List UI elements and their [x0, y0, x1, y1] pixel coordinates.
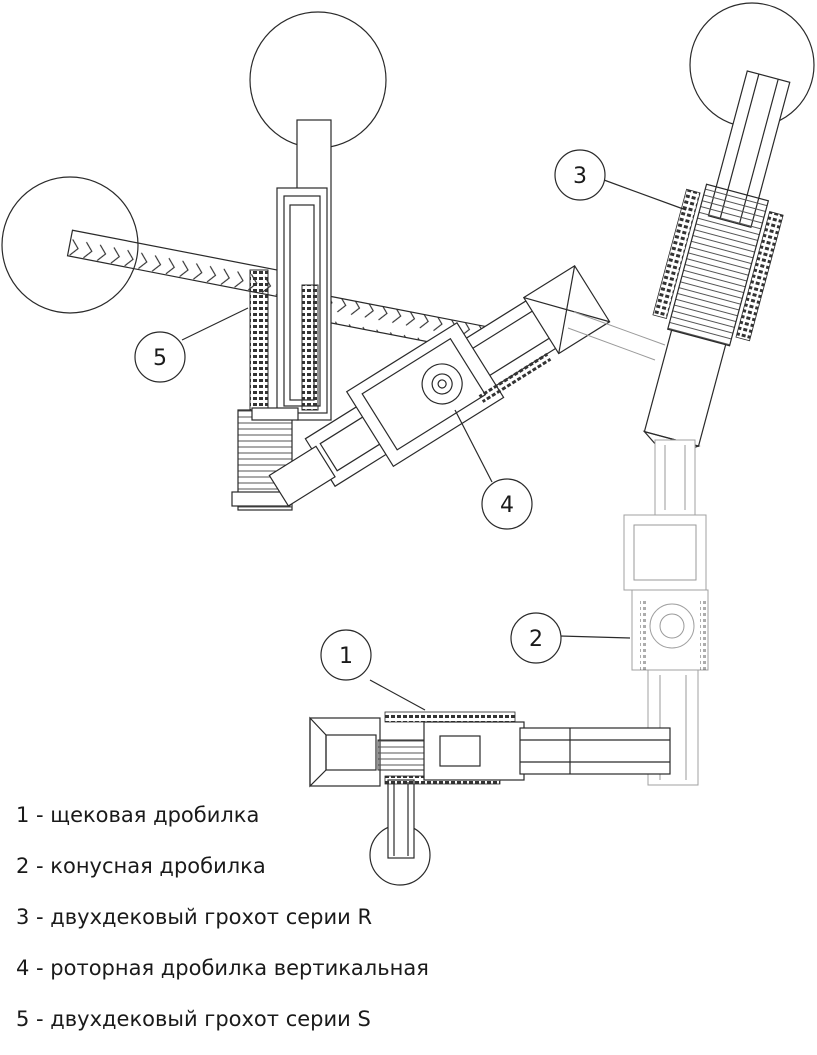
screen-r-unit: [642, 2, 815, 453]
rotor-chamber: [421, 363, 463, 405]
legend-item-rotor-crusher: 4 - роторная дробилка вертикальная: [16, 956, 429, 980]
link-conveyor: [567, 311, 666, 361]
callout-circle-5: [134, 331, 186, 383]
callout-circle-1: [320, 629, 372, 681]
callout-circle-3: [554, 149, 606, 201]
track-right: [301, 284, 319, 411]
cone-chamber: [649, 603, 695, 649]
track-slots: [384, 711, 516, 723]
jaw-crusher-unit: [309, 711, 671, 886]
callout-label-5: 5: [153, 346, 167, 371]
legend-item-cone-crusher: 2 - конусная дробилка: [16, 854, 266, 878]
callout-circle-2: [510, 612, 562, 664]
callouts: 1 2 3 4 5: [134, 149, 687, 711]
callout-label-1: 1: [339, 644, 353, 669]
callout-label-2: 2: [529, 627, 543, 652]
track-slots: [735, 211, 784, 342]
legend-item-jaw-crusher: 1 - щековая дробилка: [16, 803, 260, 827]
callout-circle-4: [481, 478, 533, 530]
track-slots: [478, 352, 552, 403]
callout-label-3: 3: [573, 164, 587, 189]
track-slots: [640, 600, 646, 670]
vibrating-feeder: [377, 739, 425, 771]
main-conveyor: [519, 727, 671, 775]
legend-item-screen-s: 5 - двухдековый грохот серии S: [16, 1007, 371, 1031]
track-left: [249, 269, 269, 411]
legend: 1 - щековая дробилка 2 - конусная дробил…: [16, 800, 429, 1055]
track-slots: [700, 600, 706, 670]
legend-item-screen-r: 3 - двухдековый грохот серии R: [16, 905, 373, 929]
track-slots: [652, 188, 701, 319]
plant-layout-diagram: 1 2 3 4 5: [1, 2, 815, 886]
screen-s-unit: [1, 11, 517, 511]
side-conveyor: [387, 779, 415, 859]
crusher-body: [423, 721, 525, 781]
callout-label-4: 4: [500, 493, 514, 518]
rotor-crusher-unit: [268, 264, 611, 507]
